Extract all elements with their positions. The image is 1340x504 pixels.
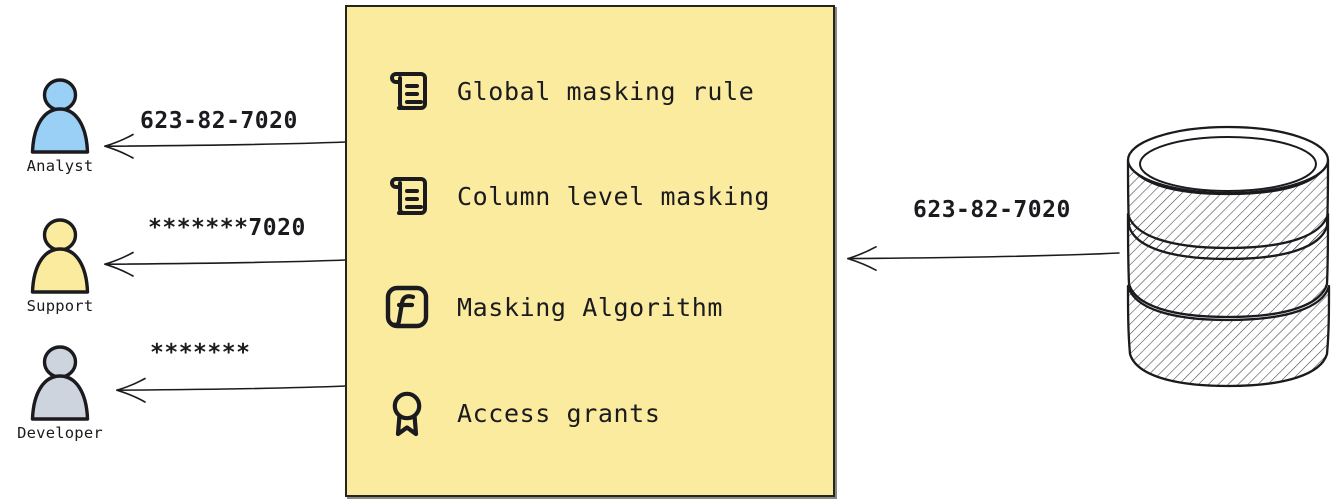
database-value-label: 623-82-7020 bbox=[913, 197, 1071, 223]
support-value-label: *******7020 bbox=[148, 215, 306, 241]
policy-row-label: Column level masking bbox=[457, 181, 771, 211]
persona-developer[interactable]: Developer bbox=[0, 345, 120, 442]
policy-row[interactable]: Masking Algorithm bbox=[383, 283, 723, 331]
policy-row[interactable]: Column level masking bbox=[383, 172, 770, 220]
function-icon bbox=[385, 285, 429, 329]
persona-label: Developer bbox=[17, 424, 103, 442]
arrow-left-icon bbox=[104, 133, 347, 159]
policy-row-label: Masking Algorithm bbox=[457, 292, 724, 322]
person-icon bbox=[30, 218, 90, 294]
scroll-icon bbox=[390, 72, 427, 110]
persona-analyst[interactable]: Analyst bbox=[0, 78, 120, 175]
policy-row-label: Access grants bbox=[457, 398, 661, 428]
arrow-left-icon bbox=[116, 377, 347, 403]
developer-value-label: ******* bbox=[150, 340, 251, 366]
persona-label: Analyst bbox=[26, 157, 94, 175]
database-cylinder-icon[interactable] bbox=[1118, 118, 1340, 398]
policy-row-label: Global masking rule bbox=[457, 76, 755, 106]
award-ribbon-icon bbox=[392, 391, 422, 437]
arrow-left-icon bbox=[104, 251, 347, 277]
person-icon bbox=[30, 345, 90, 421]
scroll-icon bbox=[390, 177, 427, 215]
persona-label: Support bbox=[26, 297, 94, 315]
persona-support[interactable]: Support bbox=[0, 218, 120, 315]
policy-panel: Global masking rule Column level masking… bbox=[345, 5, 835, 497]
arrow-left-icon bbox=[847, 246, 1120, 271]
policy-row[interactable]: Global masking rule bbox=[383, 67, 754, 115]
analyst-value-label: 623-82-7020 bbox=[140, 108, 298, 134]
policy-row[interactable]: Access grants bbox=[383, 389, 660, 437]
person-icon bbox=[30, 78, 90, 154]
